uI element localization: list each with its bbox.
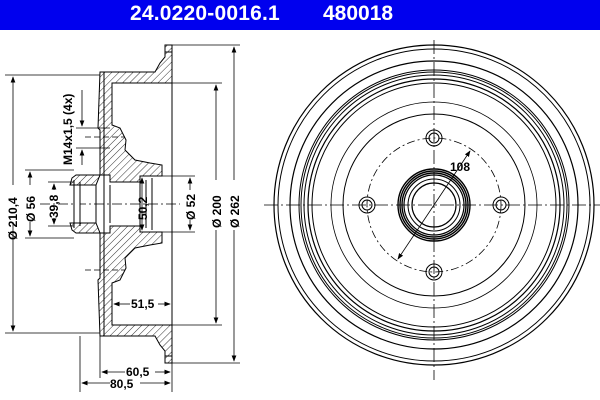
title-bar: 24.0220-0016.1 480018: [0, 0, 600, 30]
dim-d210: Ø 210,4: [6, 197, 20, 240]
part-number: 24.0220-0016.1: [130, 2, 280, 25]
dim-d56: Ø 56: [24, 196, 38, 222]
bolt-circle: [366, 137, 502, 273]
dim-80-5: 80,5: [110, 377, 134, 391]
dim-d200: Ø 200: [210, 195, 224, 228]
dim-60-5: 60,5: [126, 365, 150, 379]
section-view: [40, 44, 180, 364]
dim-d262: Ø 262: [228, 195, 242, 228]
reference-number: 480018: [323, 2, 394, 25]
dim-39-8: 39,8: [47, 194, 61, 218]
dim-51-5: 51,5: [131, 297, 155, 311]
dim-50-2: 50,2: [136, 196, 150, 220]
dim-d52: Ø 52: [184, 194, 198, 220]
dim-thread: M14x1,5 (4x): [61, 94, 75, 165]
front-view: [264, 40, 600, 380]
section-dimensions: [5, 44, 240, 392]
section-dimension-labels: Ø 210,4 Ø 56 39,8 M14x1,5 (4x) 50,2 Ø 52…: [6, 94, 242, 391]
dim-bolt-circle: 108: [450, 160, 470, 174]
bolt-holes: [358, 129, 510, 281]
